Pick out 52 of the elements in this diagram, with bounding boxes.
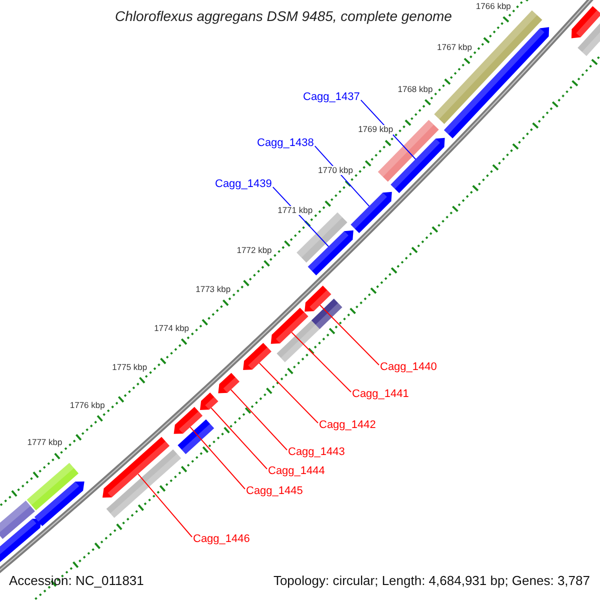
leader-line [230, 389, 288, 450]
genome-info-note: Topology: circular; Length: 4,684,931 bp; Genes: 3,787 [273, 574, 590, 588]
feature-bar [0, 500, 35, 539]
feature-bar [178, 419, 214, 454]
gene-feature [270, 308, 308, 344]
leader-line [258, 362, 318, 424]
scale-label: 1771 kbp [278, 206, 313, 216]
feature-bar [276, 318, 322, 362]
gene-feature [102, 436, 170, 498]
scale-label: 1769 kbp [358, 125, 394, 135]
gene-label: Cagg_1443 [288, 446, 345, 458]
gene-feature [34, 482, 84, 526]
gene-label: Cagg_1437 [303, 91, 360, 104]
gene-label: Cagg_1445 [246, 485, 303, 498]
gene-feature [390, 138, 445, 194]
feature-bar [578, 23, 600, 56]
feature-bar [26, 462, 79, 510]
scale-label: 1776 kbp [70, 400, 105, 410]
scale-label: 1768 kbp [398, 84, 433, 94]
gene-label: Cagg_1444 [268, 465, 325, 478]
scale-label: 1777 kbp [27, 438, 62, 448]
leader-line [138, 474, 192, 538]
scale-label: 1772 kbp [236, 246, 272, 256]
gene-label: Cagg_1442 [319, 419, 376, 432]
gene-feature [304, 286, 332, 312]
accession-note: Accession: NC_011831 [9, 574, 144, 588]
gene-feature [200, 392, 218, 410]
scale-label: 1773 kbp [196, 285, 231, 294]
gene-feature [571, 6, 600, 38]
leader-line [190, 426, 246, 490]
feature-bar [106, 449, 182, 518]
scale-label: 1774 kbp [154, 324, 190, 334]
gene-feature [350, 192, 392, 234]
gene-label: Cagg_1438 [257, 137, 314, 150]
scale-label: 1767 kbp [437, 43, 472, 53]
gene-feature [308, 230, 354, 276]
scale-label: 1770 kbp [318, 166, 354, 176]
gene-feature [243, 342, 272, 370]
gene-feature [218, 372, 240, 394]
gene-label: Cagg_1439 [215, 178, 272, 190]
feature-bar [378, 120, 439, 182]
leader-line [320, 304, 380, 366]
leader-line [291, 332, 352, 392]
map-title: Chloroflexus aggregans DSM 9485, complete genome [115, 9, 452, 24]
gene-label: Cagg_1446 [193, 533, 250, 546]
gene-label: Cagg_1441 [352, 388, 409, 400]
gene-feature [174, 406, 203, 434]
scale-label: 1775 kbp [112, 362, 148, 372]
leader-line [210, 407, 268, 470]
feature-bar [311, 298, 342, 329]
gene-label: Cagg_1440 [380, 361, 437, 374]
scale-label: 1766 kbp [476, 2, 511, 12]
